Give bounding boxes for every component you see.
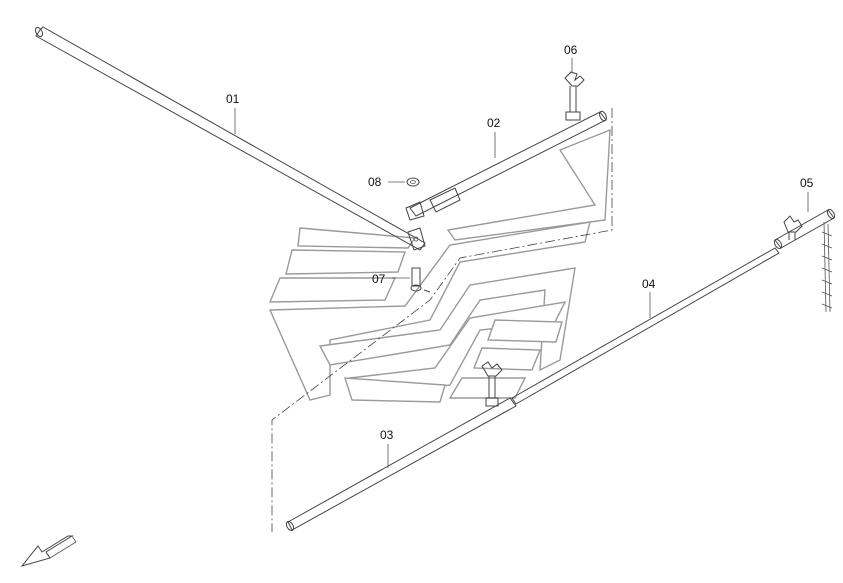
callout-07: 07 xyxy=(372,272,386,286)
part-07-bolt xyxy=(410,267,431,293)
part-04-rod xyxy=(511,247,780,405)
part-08-nut xyxy=(406,177,420,187)
callout-06: 06 xyxy=(564,43,578,57)
callout-03: 03 xyxy=(380,428,394,442)
callout-08: 08 xyxy=(368,175,382,189)
callout-04: 04 xyxy=(642,277,656,291)
callout-05: 05 xyxy=(800,176,814,190)
decal-artwork xyxy=(268,128,611,403)
part-06-wing-screw-lower xyxy=(481,361,503,407)
leader-lines xyxy=(234,58,809,468)
callout-02: 02 xyxy=(487,116,501,130)
callout-01: 01 xyxy=(226,92,240,106)
part-06-wing-screw xyxy=(564,71,585,121)
part-01-rod xyxy=(34,26,426,251)
part-06-wing-screw-right xyxy=(783,215,803,240)
part-05-tube xyxy=(773,208,836,313)
part-02-tube xyxy=(405,110,607,221)
panel-outline xyxy=(271,108,613,532)
arrow-down-left-icon xyxy=(20,535,77,567)
part-03-tube xyxy=(285,397,517,532)
